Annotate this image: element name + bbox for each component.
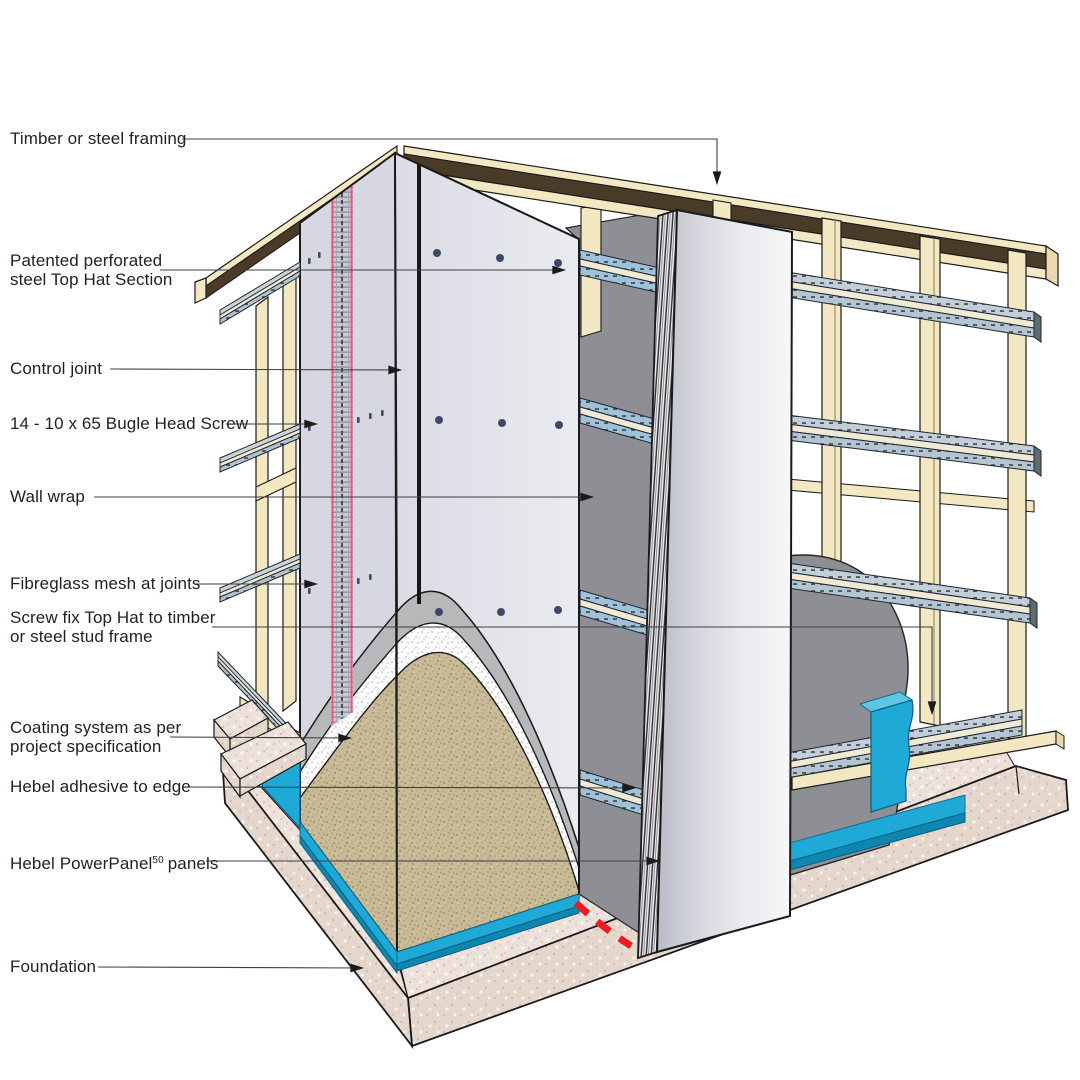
leader-timber-framing <box>182 138 722 186</box>
hebel-wall <box>299 151 580 959</box>
label-screw-fix: Screw fix Top Hat to timber or steel stu… <box>10 608 216 646</box>
label-timber-framing: Timber or steel framing <box>10 129 187 148</box>
leader-hebel-adhesive <box>181 783 637 793</box>
leader-screw-fix <box>212 626 937 716</box>
leader-control-joint <box>109 365 403 375</box>
label-bugle-screw: 14 - 10 x 65 Bugle Head Screw <box>10 414 249 433</box>
foundation-steps-left <box>213 699 307 799</box>
leader-coating-system <box>169 733 353 743</box>
label-fibreglass-mesh: Fibreglass mesh at joints <box>10 574 201 593</box>
adhesive-path-red-dash <box>573 900 633 949</box>
fibreglass-mesh-strip <box>331 184 353 726</box>
label-control-joint: Control joint <box>10 359 103 378</box>
leader-foundation <box>97 963 365 973</box>
powerpanel-detached <box>637 208 794 960</box>
label-hebel-adhesive: Hebel adhesive to edge <box>10 777 191 796</box>
top-hats-left <box>217 261 301 754</box>
label-wall-wrap: Wall wrap <box>10 487 85 506</box>
timber-frame-left <box>217 261 301 754</box>
leader-lines <box>94 138 937 973</box>
screw-dots-right <box>433 249 563 616</box>
label-coating-system: Coating system as per project specificat… <box>10 718 182 756</box>
label-foundation: Foundation <box>10 957 97 976</box>
label-top-hat-section: Patented perforated steel Top Hat Sectio… <box>10 251 173 289</box>
